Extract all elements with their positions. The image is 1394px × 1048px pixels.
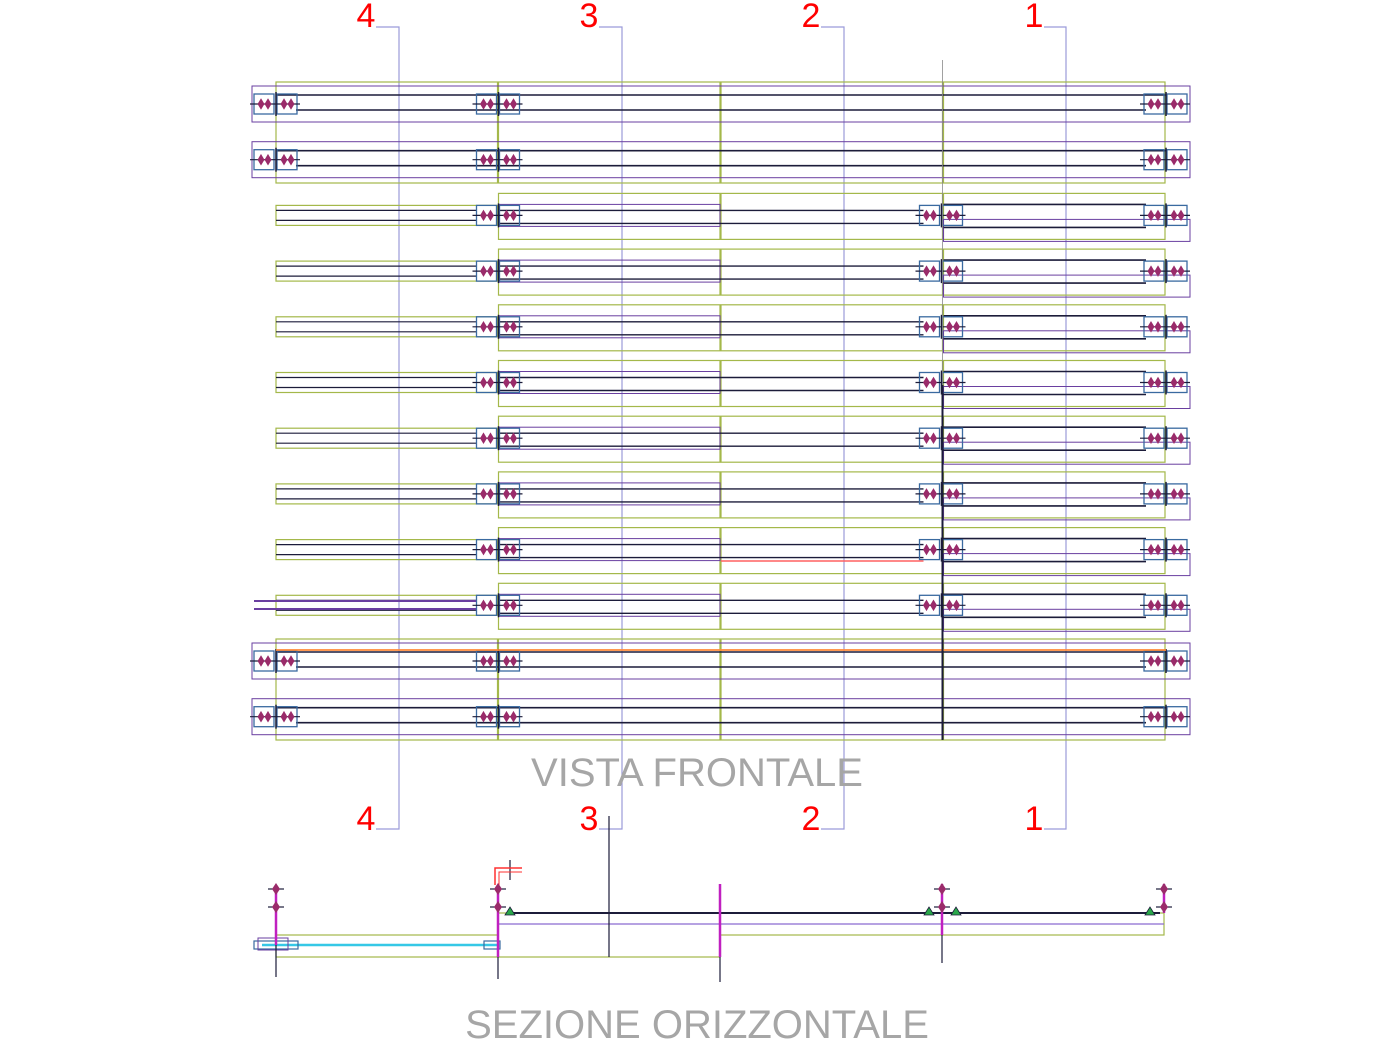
bracket-node (1140, 147, 1190, 172)
bracket-node (1140, 92, 1190, 116)
bracket-node (472, 92, 523, 116)
bracket-node (472, 314, 523, 339)
top-column-number-2: 2 (802, 0, 821, 35)
section-anchor (1156, 901, 1172, 913)
bracket-node (472, 147, 523, 172)
bracket-node (1140, 314, 1190, 339)
bracket-node (915, 481, 966, 506)
section-anchor (490, 883, 506, 895)
bracket-node (1140, 704, 1190, 729)
bottom-column-number-4: 4 (357, 800, 376, 838)
bracket-node (472, 649, 523, 673)
bracket-node (472, 593, 523, 618)
top-column-number-1: 1 (1025, 0, 1044, 35)
bracket-node (1140, 259, 1190, 284)
bottom-column-number-3: 3 (580, 800, 599, 838)
bracket-node (472, 537, 523, 562)
bottom-column-number-1: 1 (1025, 800, 1044, 838)
section-anchor (268, 883, 284, 895)
bracket-node (1140, 370, 1190, 395)
bracket-node (472, 481, 523, 506)
section-node (923, 906, 935, 916)
bracket-node (1140, 537, 1190, 562)
top-column-number-3: 3 (580, 0, 599, 35)
section-anchor (268, 901, 284, 913)
section-node (1144, 906, 1156, 916)
top-column-number-4: 4 (357, 0, 376, 35)
bracket-node (250, 704, 300, 729)
bracket-node (1140, 481, 1190, 506)
front-view-title: VISTA FRONTALE (531, 751, 863, 795)
bracket-node (250, 147, 300, 172)
bracket-node (915, 426, 966, 451)
bracket-node (472, 704, 523, 729)
bracket-node (472, 203, 523, 228)
bracket-node (250, 649, 300, 673)
bracket-node (1140, 593, 1190, 618)
bracket-node (472, 370, 523, 395)
bracket-node (915, 314, 966, 339)
section-anchor (934, 883, 950, 895)
section-title: SEZIONE ORIZZONTALE (465, 1003, 929, 1047)
section-node (950, 906, 962, 916)
horizontal-section (253, 816, 1172, 982)
bracket-node (250, 92, 300, 116)
bracket-node (1140, 203, 1190, 228)
section-node (504, 906, 516, 916)
bracket-node (472, 426, 523, 451)
bracket-node (472, 259, 523, 284)
section-anchor (1156, 883, 1172, 895)
bracket-node (1140, 426, 1190, 451)
front-view-elevation (250, 60, 1191, 741)
bottom-column-number-2: 2 (802, 800, 821, 838)
bracket-node (1140, 649, 1190, 673)
bracket-node (915, 370, 966, 395)
section-anchor (490, 901, 506, 913)
section-anchor (934, 901, 950, 913)
